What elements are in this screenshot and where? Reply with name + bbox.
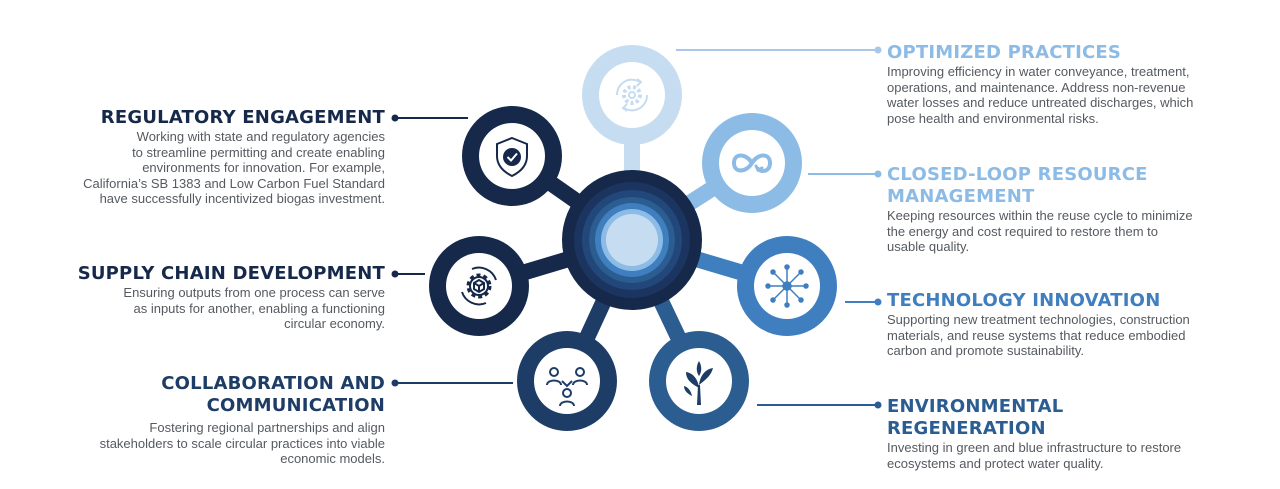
label-closed-loop: CLOSED-LOOP RESOURCE MANAGEMENT Keeping … xyxy=(887,164,1217,255)
desc-line: water losses and reduce untreated discha… xyxy=(887,95,1194,111)
infinity-loop-icon xyxy=(731,153,773,173)
desc-line: as inputs for another, enabling a functi… xyxy=(133,300,385,316)
desc-line: California’s SB 1383 and Low Carbon Fuel… xyxy=(83,175,385,191)
desc-line: environments for innovation. For example… xyxy=(142,160,385,176)
desc-line: Investing in green and blue infrastructu… xyxy=(887,440,1182,455)
desc-line: operations, and maintenance. Address non… xyxy=(887,79,1186,95)
title-environmental: ENVIRONMENTAL REGENERATION xyxy=(887,396,1064,439)
desc-line: have successfully incentivized biogas in… xyxy=(99,191,385,207)
desc-line: Improving efficiency in water conveyance… xyxy=(887,64,1190,79)
desc-line: Fostering regional partnerships and alig… xyxy=(149,420,385,435)
desc-supply-chain: Ensuring outputs from one process can se… xyxy=(55,285,385,332)
label-collaboration: COLLABORATION AND COMMUNICATION Fosterin… xyxy=(55,373,385,467)
gear-cycle-icon xyxy=(615,78,649,112)
shield-check-icon xyxy=(496,136,528,178)
node-regulatory xyxy=(462,106,562,206)
label-optimized: OPTIMIZED PRACTICES Improving efficiency… xyxy=(887,42,1217,126)
desc-line: carbon and promote sustainability. xyxy=(887,343,1085,359)
node-optimized xyxy=(582,45,682,145)
desc-line: to streamline permitting and create enab… xyxy=(132,144,385,160)
title-line: MANAGEMENT xyxy=(887,186,1035,207)
title-line: COLLABORATION AND xyxy=(161,373,385,394)
connector-dot-supply-chain xyxy=(391,270,399,278)
desc-line: Supporting new treatment technologies, c… xyxy=(887,312,1190,327)
desc-closed-loop: Keeping resources within the reuse cycle… xyxy=(887,208,1217,255)
node-supply-chain xyxy=(429,236,529,336)
desc-line: economic models. xyxy=(280,451,385,467)
title-line: COMMUNICATION xyxy=(206,395,385,416)
label-technology: TECHNOLOGY INNOVATION Supporting new tre… xyxy=(887,290,1217,359)
desc-line: Working with state and regulatory agenci… xyxy=(136,129,385,144)
connector-dot-collaboration xyxy=(391,379,399,387)
desc-line: usable quality. xyxy=(887,239,970,255)
central-hub xyxy=(562,170,702,310)
desc-line: ecosystems and protect water quality. xyxy=(887,455,1104,471)
title-optimized: OPTIMIZED PRACTICES xyxy=(887,42,1122,63)
network-node-icon xyxy=(765,264,809,308)
desc-line: Ensuring outputs from one process can se… xyxy=(123,285,385,300)
node-closed-loop xyxy=(702,113,802,213)
desc-technology: Supporting new treatment technologies, c… xyxy=(887,312,1217,359)
title-regulatory: REGULATORY ENGAGEMENT xyxy=(100,107,385,128)
connector-dot-closed-loop xyxy=(874,170,882,178)
node-technology xyxy=(737,236,837,336)
desc-line: stakeholders to scale circular practices… xyxy=(99,435,385,451)
desc-line: materials, and reuse systems that reduce… xyxy=(887,327,1186,343)
desc-line: pose health and environmental risks. xyxy=(887,110,1099,126)
connector-dot-environmental xyxy=(874,401,882,409)
desc-optimized: Improving efficiency in water conveyance… xyxy=(887,64,1217,126)
desc-line: the energy and cost required to restore … xyxy=(887,223,1158,239)
connector-dot-technology xyxy=(874,298,882,306)
gear-cube-cycle-icon xyxy=(461,266,497,306)
node-environmental xyxy=(649,331,749,431)
people-network-icon xyxy=(546,367,588,407)
title-collaboration: COLLABORATION AND COMMUNICATION xyxy=(55,373,385,417)
desc-line: circular economy. xyxy=(284,316,385,332)
desc-collaboration: Fostering regional partnerships and alig… xyxy=(55,420,385,467)
desc-regulatory: Working with state and regulatory agenci… xyxy=(55,129,385,207)
desc-environmental: Investing in green and blue infrastructu… xyxy=(887,440,1217,471)
connector-dot-regulatory xyxy=(391,114,399,122)
label-regulatory: REGULATORY ENGAGEMENT Working with state… xyxy=(55,107,385,207)
title-line: CLOSED-LOOP RESOURCE xyxy=(887,164,1148,185)
desc-line: Keeping resources within the reuse cycle… xyxy=(887,208,1193,223)
label-supply-chain: SUPPLY CHAIN DEVELOPMENT Ensuring output… xyxy=(55,263,385,332)
title-supply-chain: SUPPLY CHAIN DEVELOPMENT xyxy=(77,263,385,284)
label-environmental: ENVIRONMENTAL REGENERATION Investing in … xyxy=(887,396,1217,471)
connector-dot-optimized xyxy=(874,46,882,54)
title-technology: TECHNOLOGY INNOVATION xyxy=(887,290,1161,311)
tree-sprout-icon xyxy=(684,361,713,405)
connector-lines xyxy=(391,46,882,409)
title-closed-loop: CLOSED-LOOP RESOURCE MANAGEMENT xyxy=(887,164,1217,208)
node-collaboration xyxy=(517,331,617,431)
